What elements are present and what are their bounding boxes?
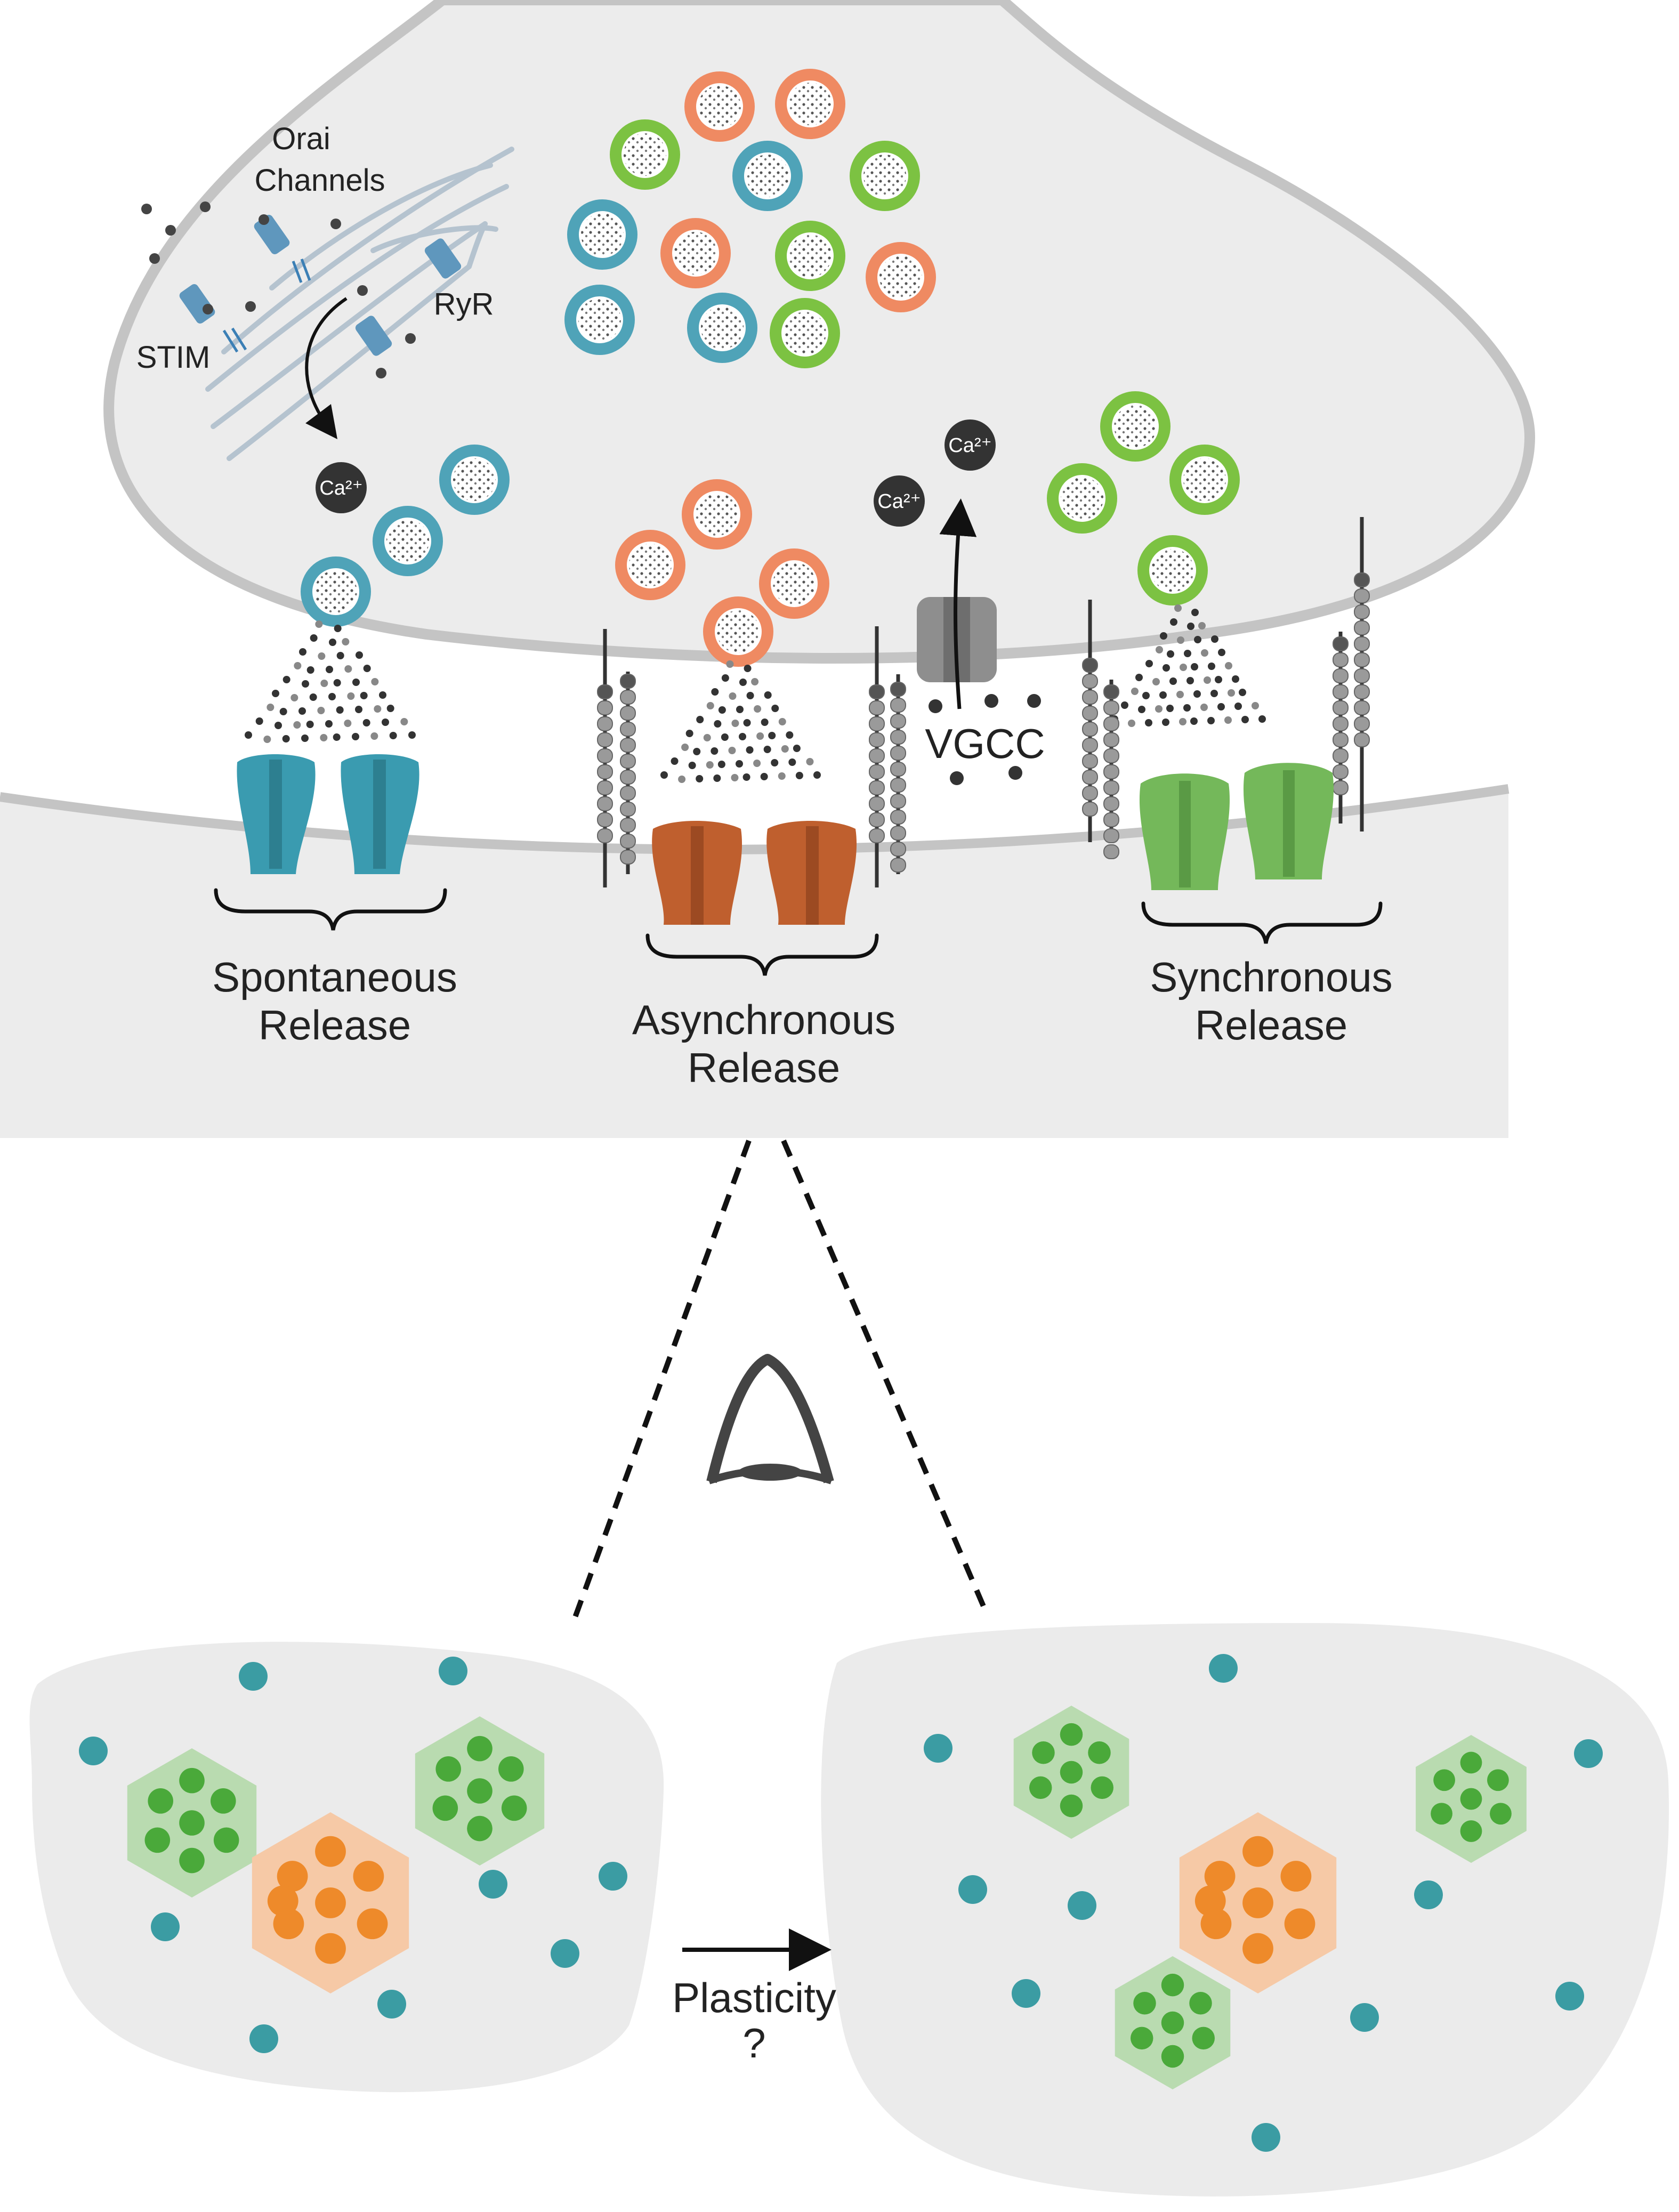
zoom-line-right	[781, 1140, 989, 1613]
receptor-dot	[239, 1662, 268, 1691]
receptor-dot	[1574, 1739, 1603, 1768]
receptor-dot	[1012, 1979, 1040, 2008]
vesicle-icon	[373, 506, 443, 576]
vesicle-icon	[301, 556, 371, 627]
vesicle-icon	[610, 119, 680, 190]
vesicle-icon	[732, 141, 803, 211]
receptor-dot	[1350, 2003, 1379, 2032]
vesicle-icon	[684, 71, 755, 142]
adhesion-molecule	[597, 629, 613, 887]
asynchronous-receptors	[652, 821, 857, 925]
receptor-dot	[551, 1939, 579, 1968]
vesicle-icon	[615, 530, 685, 600]
vesicle-icon	[682, 479, 752, 550]
vesicle-icon	[703, 596, 773, 667]
eye-icon	[706, 1354, 834, 1484]
vgcc-channel-icon	[917, 498, 1041, 785]
receptor-dot	[151, 1912, 180, 1941]
vesicle-icon	[1137, 535, 1208, 606]
transmitter-spray	[660, 660, 821, 783]
receptor-cluster	[415, 1716, 545, 1866]
adhesion-molecule	[1082, 600, 1098, 842]
adhesion-molecules	[597, 517, 1370, 887]
vesicle-icon	[775, 69, 845, 139]
vgcc-label: VGCC	[925, 720, 1045, 767]
brace-asynchronous	[645, 933, 879, 976]
asynchronous-label-line2: Release	[688, 1044, 840, 1091]
receptor-dot	[1068, 1891, 1096, 1920]
plasticity-question: ?	[742, 2020, 765, 2066]
receptor-dot	[79, 1737, 108, 1765]
adhesion-molecule	[890, 674, 906, 874]
brace-spontaneous	[214, 888, 447, 931]
adhesion-molecule	[620, 672, 636, 874]
transmitter-spray	[1111, 604, 1266, 727]
vesicle-icon	[567, 199, 637, 270]
vesicle-icon	[759, 548, 829, 619]
receptor-dot	[479, 1870, 507, 1899]
release-arrow-icon	[305, 297, 348, 440]
vesicle-icon	[687, 293, 757, 363]
receptor-cluster	[1115, 1956, 1231, 2089]
orai-label-line2: Channels	[254, 163, 385, 198]
ca-label-3: Ca²⁺	[948, 434, 991, 457]
spontaneous-label-line1: Spontaneous	[212, 954, 457, 1000]
vesicle-icon	[866, 242, 936, 312]
vesicle-icon	[1169, 445, 1240, 515]
receptor-dot	[599, 1862, 627, 1891]
receptor-cluster	[1179, 1812, 1337, 1993]
receptor-cluster	[1416, 1735, 1527, 1863]
ca-label-1: Ca²⁺	[319, 477, 362, 499]
vesicle-icon	[439, 445, 510, 515]
vesicle-icon	[660, 218, 731, 288]
calcium-dots	[141, 201, 416, 378]
ryr-channel-icon	[355, 238, 462, 356]
orai-label-line1: Orai	[272, 122, 330, 156]
receptor-dot	[1555, 1982, 1584, 2011]
receptor-dot	[924, 1734, 952, 1763]
receptor-dot	[1414, 1880, 1443, 1909]
adhesion-molecule	[1333, 632, 1349, 824]
receptor-clusters	[127, 1706, 1527, 2089]
receptor-cluster	[127, 1748, 257, 1898]
endoplasmic-reticulum-icon	[205, 147, 514, 461]
vesicle-icon	[1100, 391, 1171, 462]
zoom-line-left	[570, 1140, 752, 1624]
adhesion-molecule	[869, 626, 885, 887]
vesicle-icon	[1047, 463, 1117, 534]
vesicle-icon	[770, 298, 840, 368]
ryr-label: RyR	[434, 287, 494, 321]
postsynaptic-region	[0, 789, 1508, 1138]
transmitter-spray	[245, 620, 416, 743]
calcium-ion-icon: Ca²⁺ Ca²⁺ Ca²⁺	[316, 419, 996, 527]
receptor-dot	[439, 1657, 467, 1685]
synchronous-label-line1: Synchronous	[1150, 954, 1392, 1000]
vesicle-group	[301, 69, 1240, 667]
receptor-dot	[377, 1990, 406, 2019]
stim-icon	[222, 259, 311, 353]
synchronous-label-line2: Release	[1195, 1002, 1347, 1048]
receptor-cluster	[252, 1812, 409, 1993]
receptor-dot	[1252, 2123, 1280, 2152]
plasticity-label: Plasticity	[672, 1974, 836, 2021]
brace-synchronous	[1141, 901, 1383, 944]
vesicle-icon	[775, 221, 845, 291]
adhesion-molecule	[1354, 517, 1370, 831]
vesicle-icon	[564, 285, 635, 355]
ca-label-2: Ca²⁺	[877, 490, 921, 513]
adhesion-molecule	[1103, 680, 1119, 859]
spontaneous-label-line2: Release	[259, 1002, 411, 1048]
receptor-dot	[1209, 1654, 1238, 1683]
vesicle-icon	[850, 141, 920, 211]
receptor-dot	[958, 1875, 987, 1904]
asynchronous-label-line1: Asynchronous	[632, 996, 895, 1043]
receptor-dot	[249, 2024, 278, 2053]
spontaneous-receptors	[237, 754, 419, 874]
neurotransmitter-spray	[245, 604, 1266, 783]
stim-label: STIM	[136, 340, 211, 375]
receptor-cluster	[1013, 1706, 1129, 1839]
synchronous-receptors	[1139, 763, 1334, 890]
scattered-receptors	[79, 1654, 1603, 2152]
